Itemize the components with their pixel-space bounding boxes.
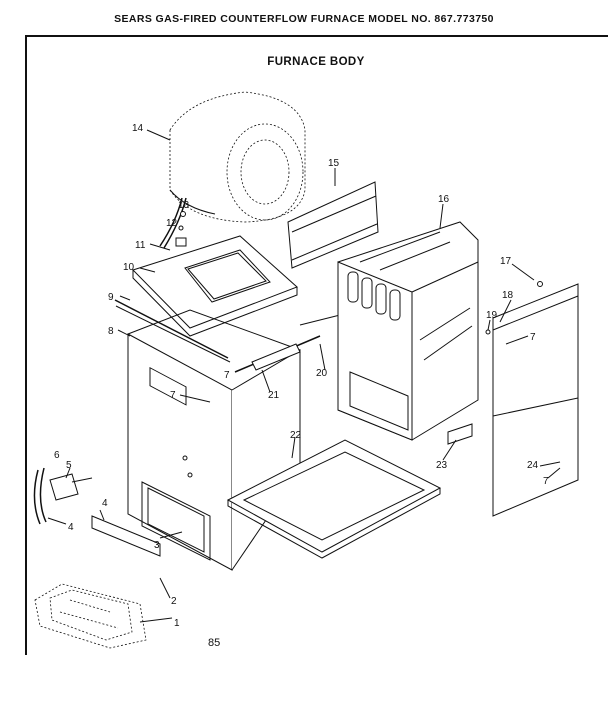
callout-3: 3 [154, 540, 160, 551]
side-panel [485, 281, 579, 517]
heat-exchanger [337, 221, 479, 441]
callout-4b: 4 [68, 522, 74, 533]
blower-housing [34, 583, 147, 649]
callout-7c: 7 [530, 332, 536, 343]
callout-7d: 7 [543, 476, 549, 487]
callout-23: 23 [436, 460, 448, 471]
callout-5: 5 [66, 460, 72, 471]
blower-wheel [169, 91, 306, 223]
leader-lines [47, 129, 561, 623]
callout-1: 1 [174, 618, 180, 629]
callout-15: 15 [328, 158, 340, 169]
callout-24: 24 [527, 460, 539, 471]
top-plate [132, 235, 298, 337]
callout-8: 8 [108, 326, 114, 337]
angle-strip [114, 299, 231, 363]
bottom-strip [91, 515, 161, 557]
callout-4a: 4 [102, 498, 108, 509]
gas-valve [33, 467, 93, 525]
callout-7b: 7 [170, 390, 176, 401]
callout-12: 12 [166, 218, 178, 229]
callout-6: 6 [54, 450, 60, 461]
callout-21: 21 [268, 390, 280, 401]
callout-18: 18 [502, 290, 514, 301]
page-code: 85 [208, 637, 221, 649]
callout-20: 20 [316, 368, 328, 379]
callout-2: 2 [171, 596, 177, 607]
callout-14: 14 [132, 123, 144, 134]
callout-22: 22 [290, 430, 302, 441]
callout-10: 10 [123, 262, 135, 273]
callout-17: 17 [500, 256, 512, 267]
diagram-frame [25, 35, 608, 655]
base-frame [226, 439, 442, 559]
callout-labels: 1 2 3 4 4 5 6 7 7 7 7 8 9 10 11 12 13 14… [54, 123, 549, 629]
bracket [447, 423, 473, 445]
section-title: FURNACE BODY [267, 56, 365, 68]
back-panel [287, 181, 379, 269]
callout-11: 11 [135, 240, 146, 251]
document-title: SEARS GAS-FIRED COUNTERFLOW FURNACE MODE… [114, 13, 494, 25]
callout-19: 19 [486, 310, 498, 321]
callout-16: 16 [438, 194, 450, 205]
limit-switch-bracket [159, 197, 187, 249]
callout-7a: 7 [224, 370, 230, 381]
burner-manifold [234, 314, 341, 373]
callout-9: 9 [108, 292, 114, 303]
callout-13: 13 [178, 200, 190, 211]
